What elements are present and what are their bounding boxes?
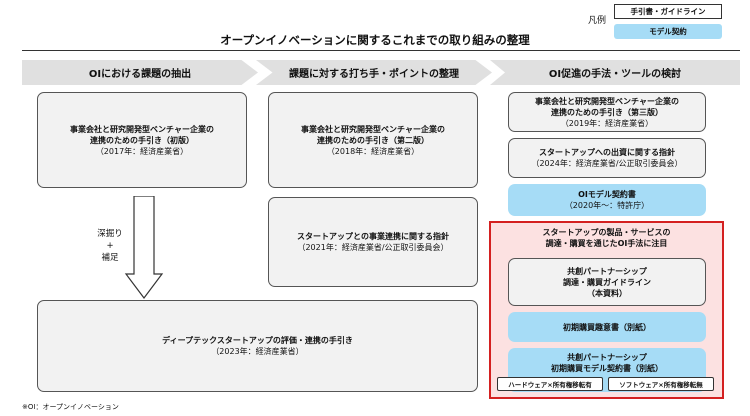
guide-box-subtitle: （2018年：経済産業省） xyxy=(326,146,420,156)
column-header-measures: 課題に対する打ち手・ポイントの整理 xyxy=(256,60,492,85)
guide-box-title: スタートアップとの事業連携に関する指針 xyxy=(297,232,449,241)
contract-box-title: 共創パートナーシップ 初期購買モデル契約書（別紙） xyxy=(551,353,663,373)
guide-box-subtitle: （2019年：経済産業省） xyxy=(560,118,654,128)
contract-box-title: 初期購買趣意書（別紙） xyxy=(563,322,651,332)
guide-box-subtitle: （2024年：経済産業省/公正取引委員会） xyxy=(531,159,683,168)
footnote: ※OI：オープンイノベーション xyxy=(22,403,119,411)
legend-label: 凡例 xyxy=(588,16,607,26)
guide-box-subtitle: （2021年：経済産業省/公正取引委員会） xyxy=(297,243,449,252)
guide-box-title: ディープテックスタートアップの評価・連携の手引き xyxy=(162,336,353,345)
guide-box-co-creation-procurement: 共創パートナーシップ 調達・購買ガイドライン （本資料） xyxy=(508,258,706,306)
contract-box-oi-model: OIモデル契約書 （2020年～：特許庁） xyxy=(508,184,706,216)
column-header-extraction: OIにおける課題の抽出 xyxy=(22,60,258,85)
guide-box-investment-guidelines: スタートアップへの出資に関する指針 （2024年：経済産業省/公正取引委員会） xyxy=(508,138,706,178)
down-arrow-icon xyxy=(124,196,164,299)
guide-box-title: 事業会社と研究開発型ベンチャー企業の 連携のための手引き（第二版） xyxy=(301,124,445,145)
guide-box-second-edition: 事業会社と研究開発型ベンチャー企業の 連携のための手引き（第二版） （2018年… xyxy=(268,92,478,188)
guide-box-title: 事業会社と研究開発型ベンチャー企業の 連携のための手引き（第三版） xyxy=(535,96,679,117)
guide-box-first-edition: 事業会社と研究開発型ベンチャー企業の 連携のための手引き（初版） （2017年：… xyxy=(37,92,247,188)
guide-box-title: スタートアップへの出資に関する指針 xyxy=(539,148,675,157)
tag-software: ソフトウェア×所有権移転無 xyxy=(608,377,714,391)
guide-box-title: 事業会社と研究開発型ベンチャー企業の 連携のための手引き（初版） xyxy=(70,124,214,145)
highlight-group-title: スタートアップの製品・サービスの 調達・購買を通じたOI手法に注目 xyxy=(542,228,671,248)
column-header-methods: OI促進の手法・ツールの検討 xyxy=(490,60,740,85)
page-title: オープンイノベーションに関するこれまでの取り組みの整理 xyxy=(220,33,530,47)
guide-box-subtitle: （2017年：経済産業省） xyxy=(95,146,189,156)
contract-box-subtitle: （2020年～：特許庁） xyxy=(564,201,650,210)
legend-guide-swatch: 手引書・ガイドライン xyxy=(614,4,722,19)
deep-dive-label: 深掘り + 補足 xyxy=(97,229,123,263)
guide-box-collaboration-guidelines: スタートアップとの事業連携に関する指針 （2021年：経済産業省/公正取引委員会… xyxy=(268,197,478,287)
guide-box-third-edition: 事業会社と研究開発型ベンチャー企業の 連携のための手引き（第三版） （2019年… xyxy=(508,92,706,132)
title-underline xyxy=(22,50,740,51)
guide-box-subtitle: （2023年：経済産業省） xyxy=(211,347,304,356)
tag-hardware: ハードウェア×所有権移転有 xyxy=(497,377,603,391)
legend-contract-swatch: モデル契約 xyxy=(614,24,722,39)
guide-box-title: 共創パートナーシップ 調達・購買ガイドライン （本資料） xyxy=(563,266,651,298)
contract-box-initial-purchase-letter: 初期購買趣意書（別紙） xyxy=(508,312,706,342)
guide-box-deeptech: ディープテックスタートアップの評価・連携の手引き （2023年：経済産業省） xyxy=(37,300,478,392)
contract-box-title: OIモデル契約書 xyxy=(578,190,636,199)
